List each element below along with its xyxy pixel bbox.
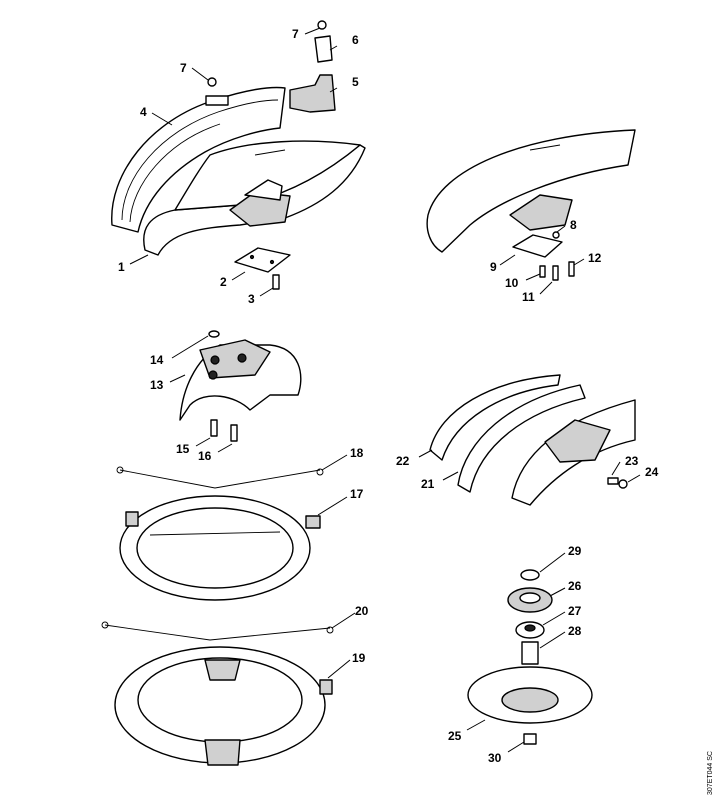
callout-25: 25 <box>448 729 462 743</box>
part-25-disc <box>467 666 593 724</box>
callout-18: 18 <box>350 446 364 460</box>
part-16-screw <box>230 424 238 442</box>
part-3-screw <box>272 274 280 290</box>
reference-code: 307ET044 SC <box>707 751 714 795</box>
callout-28: 28 <box>568 624 582 638</box>
callout-17: 17 <box>350 487 364 501</box>
part-23-screw <box>607 477 619 485</box>
part-7-screw-lower <box>207 77 217 87</box>
part-10-screw <box>539 265 546 278</box>
part-28-shaft <box>521 641 539 665</box>
part-19-dish <box>114 646 333 766</box>
callout-7-lower: 7 <box>180 61 187 75</box>
callout-24: 24 <box>645 465 659 479</box>
callout-13: 13 <box>150 378 164 392</box>
callout-1: 1 <box>118 260 125 274</box>
callout-2: 2 <box>220 275 227 289</box>
callout-16: 16 <box>198 449 212 463</box>
part-9-plate <box>512 234 563 258</box>
callout-21: 21 <box>421 477 435 491</box>
callout-6: 6 <box>352 33 359 47</box>
callouts: 7 6 7 5 4 1 2 3 8 9 10 11 12 14 13 15 16… <box>118 27 659 765</box>
callout-30: 30 <box>488 751 502 765</box>
part-13-mount <box>179 339 302 421</box>
part-4-guard-extension <box>111 86 286 233</box>
callout-22: 22 <box>396 454 410 468</box>
callout-9: 9 <box>490 260 497 274</box>
part-17-ring-frame <box>119 495 321 601</box>
leader-lines <box>129 27 641 753</box>
part-20-spring-wire <box>101 621 334 641</box>
callout-14: 14 <box>150 353 164 367</box>
part-8-ring <box>552 231 560 239</box>
part-6-bracket <box>314 35 333 63</box>
part-5-bracket <box>289 74 336 113</box>
part-27-bearing <box>515 621 545 639</box>
part-1-guard <box>143 140 366 256</box>
callout-27: 27 <box>568 604 582 618</box>
callout-7-upper: 7 <box>292 27 299 41</box>
callout-15: 15 <box>176 442 190 456</box>
part-11-screw <box>552 265 559 281</box>
part-7-screw-upper <box>317 20 327 30</box>
part-21-strip <box>457 384 586 493</box>
callout-19: 19 <box>352 651 366 665</box>
part-22-strip <box>429 374 561 461</box>
part-15-screw <box>210 419 218 437</box>
callout-11: 11 <box>522 290 535 304</box>
callout-3: 3 <box>248 292 255 306</box>
callout-4: 4 <box>140 105 147 119</box>
part-12-screw <box>568 261 575 277</box>
callout-12: 12 <box>588 251 602 265</box>
callout-29: 29 <box>568 544 582 558</box>
callout-26: 26 <box>568 579 582 593</box>
part-30-nut <box>523 733 537 745</box>
guard-right-top <box>426 129 636 253</box>
part-guard-blade <box>511 399 636 506</box>
callout-20: 20 <box>355 604 369 618</box>
part-2-plate <box>234 247 291 273</box>
callout-10: 10 <box>505 276 519 290</box>
callout-5: 5 <box>352 75 359 89</box>
part-24-nut <box>618 479 628 489</box>
part-26-hub <box>507 587 553 613</box>
part-18-spring-wire <box>116 466 324 489</box>
callout-8: 8 <box>570 218 577 232</box>
part-29-circlip <box>520 569 540 581</box>
part-14-ring <box>208 330 220 338</box>
callout-23: 23 <box>625 454 639 468</box>
